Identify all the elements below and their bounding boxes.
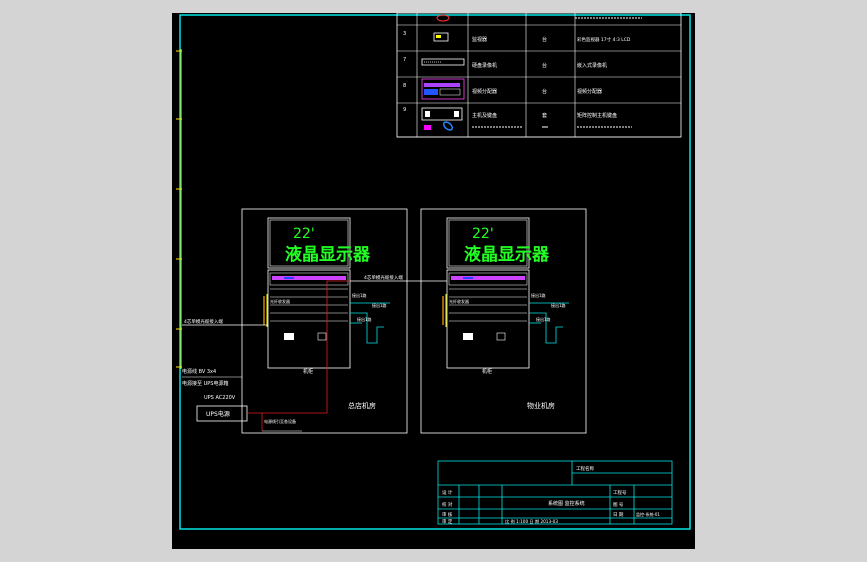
power-label-2: 电源接至 UPS电源箱 (182, 380, 228, 387)
title-scale: 比 例 1:100 日 期 2013-03 (505, 518, 558, 525)
legend-row-4-desc: 主机及键盘 (472, 112, 497, 119)
legend-row-3-unit: 台 (542, 88, 547, 95)
room-1-out-3: 接出1路 (357, 316, 372, 322)
room-2-display-size: 22' (472, 226, 494, 242)
fiber-label-1: 4芯单模光缆接入端 (184, 318, 223, 325)
legend-row-4-unit: 套 (542, 112, 547, 119)
room-2-monitor (446, 217, 530, 269)
title-drawing-title: 系统图 监控系统 (548, 500, 585, 507)
room-1-out-2: 接出1路 (372, 302, 387, 308)
camera-icon (436, 14, 450, 22)
ups-box (196, 405, 248, 422)
legend-row-3-spec: 视频分配器 (577, 88, 602, 95)
title-right-1: 工程号 (613, 489, 627, 496)
room-2: 22' 液晶显示器 光纤收发器 机柜 接出1路 接出1路 接出1路 物业机房 (420, 208, 587, 434)
room-2-device-label: 光纤收发器 (449, 298, 469, 304)
room-2-out-1: 接出1路 (531, 292, 546, 298)
room-2-out-3: 接出1路 (536, 316, 551, 322)
distributor-icon (421, 78, 465, 100)
legend-table: 3 监视器 台 彩色监视器 17寸 4:3 LCD 7 硬盘录像机 台 嵌入式录… (396, 13, 682, 138)
legend-row-2-unit: 台 (542, 62, 547, 69)
title-row-1: 设 计 (442, 489, 453, 496)
room-1-display-size: 22' (293, 226, 315, 242)
title-row-3: 审 核 (442, 511, 453, 518)
legend-row-2-spec: 嵌入式录像机 (577, 62, 607, 69)
legend-row-1-no: 3 (403, 31, 406, 37)
title-project-label: 工程名称 (576, 465, 594, 472)
legend-row-3-desc: 视频分配器 (472, 88, 497, 95)
legend-row-2-desc: 硬盘录像机 (472, 62, 497, 69)
ups-box-label: UPS电源 (206, 410, 230, 418)
fiber-link: 4芯单模光缆接入端 4芯单模光缆接入端 (182, 274, 447, 326)
room-2-cabinet-label: 机柜 (482, 368, 492, 375)
room-1-cabinet (267, 269, 351, 369)
legend-row-1-unit: 台 (542, 36, 547, 43)
room-2-name: 物业机房 (527, 401, 555, 410)
fiber-label-2: 4芯单模光缆接入端 (364, 274, 403, 281)
controller-icon (421, 107, 463, 121)
room-2-display-label: 液晶显示器 (464, 244, 550, 265)
left-bracket (176, 49, 182, 369)
drawing-frame (179, 14, 691, 530)
title-block (437, 460, 673, 525)
room-2-out-2: 接出1路 (551, 302, 566, 308)
title-row-4: 审 定 (442, 518, 453, 525)
legend-row-1-spec: 彩色监视器 17寸 4:3 LCD (577, 36, 631, 43)
power-label-3: UPS AC220V (204, 395, 236, 401)
room-1: 22' 液晶显示器 光纤收发器 机柜 接出1路 接出1路 接出1路 总店机房 (241, 208, 408, 434)
legend-row-2-no: 7 (403, 57, 406, 63)
title-right-3: 日 期 (613, 512, 624, 518)
power-section: 电源线 BV 3x4 电源接至 UPS电源箱 UPS AC220V UPS电源 … (182, 280, 350, 432)
legend-row-4-no: 9 (403, 107, 406, 113)
power-label-1: 电源线 BV 3x4 (182, 368, 216, 375)
legend-row-3-no: 8 (403, 83, 406, 89)
room-1-display-label: 液晶显示器 (285, 244, 371, 265)
room-1-name: 总店机房 (348, 401, 376, 410)
joystick-icon (442, 121, 454, 131)
room-2-cabinet (446, 269, 530, 369)
title-row-2: 校 对 (442, 501, 453, 508)
title-block-text: 工程名称 系统图 监控系统 设 计 校 对 审 核 审 定 工程号 图 号 日 … (442, 465, 660, 525)
legend-row-4-spec: 矩阵控制主机键盘 (577, 112, 617, 119)
legend-row-1-desc: 监视器 (472, 36, 487, 43)
cad-drawing: 3 监视器 台 彩色监视器 17寸 4:3 LCD 7 硬盘录像机 台 嵌入式录… (176, 13, 691, 530)
room-1-cabinet-label: 机柜 (303, 368, 313, 375)
room-1-monitor (267, 217, 351, 269)
power-branch-label: 电源线引至各设备 (264, 418, 296, 424)
keyboard-icon (424, 125, 431, 130)
title-right-2: 图 号 (613, 502, 624, 508)
room-1-out-1: 接出1路 (352, 292, 367, 298)
title-drawing-no: 监控-系统-01 (636, 511, 660, 517)
room-1-device-label: 光纤收发器 (270, 298, 290, 304)
room-2-outline (420, 208, 587, 434)
room-1-outline (241, 208, 408, 434)
monitor-icon (433, 32, 449, 42)
dvr-icon (421, 58, 465, 66)
